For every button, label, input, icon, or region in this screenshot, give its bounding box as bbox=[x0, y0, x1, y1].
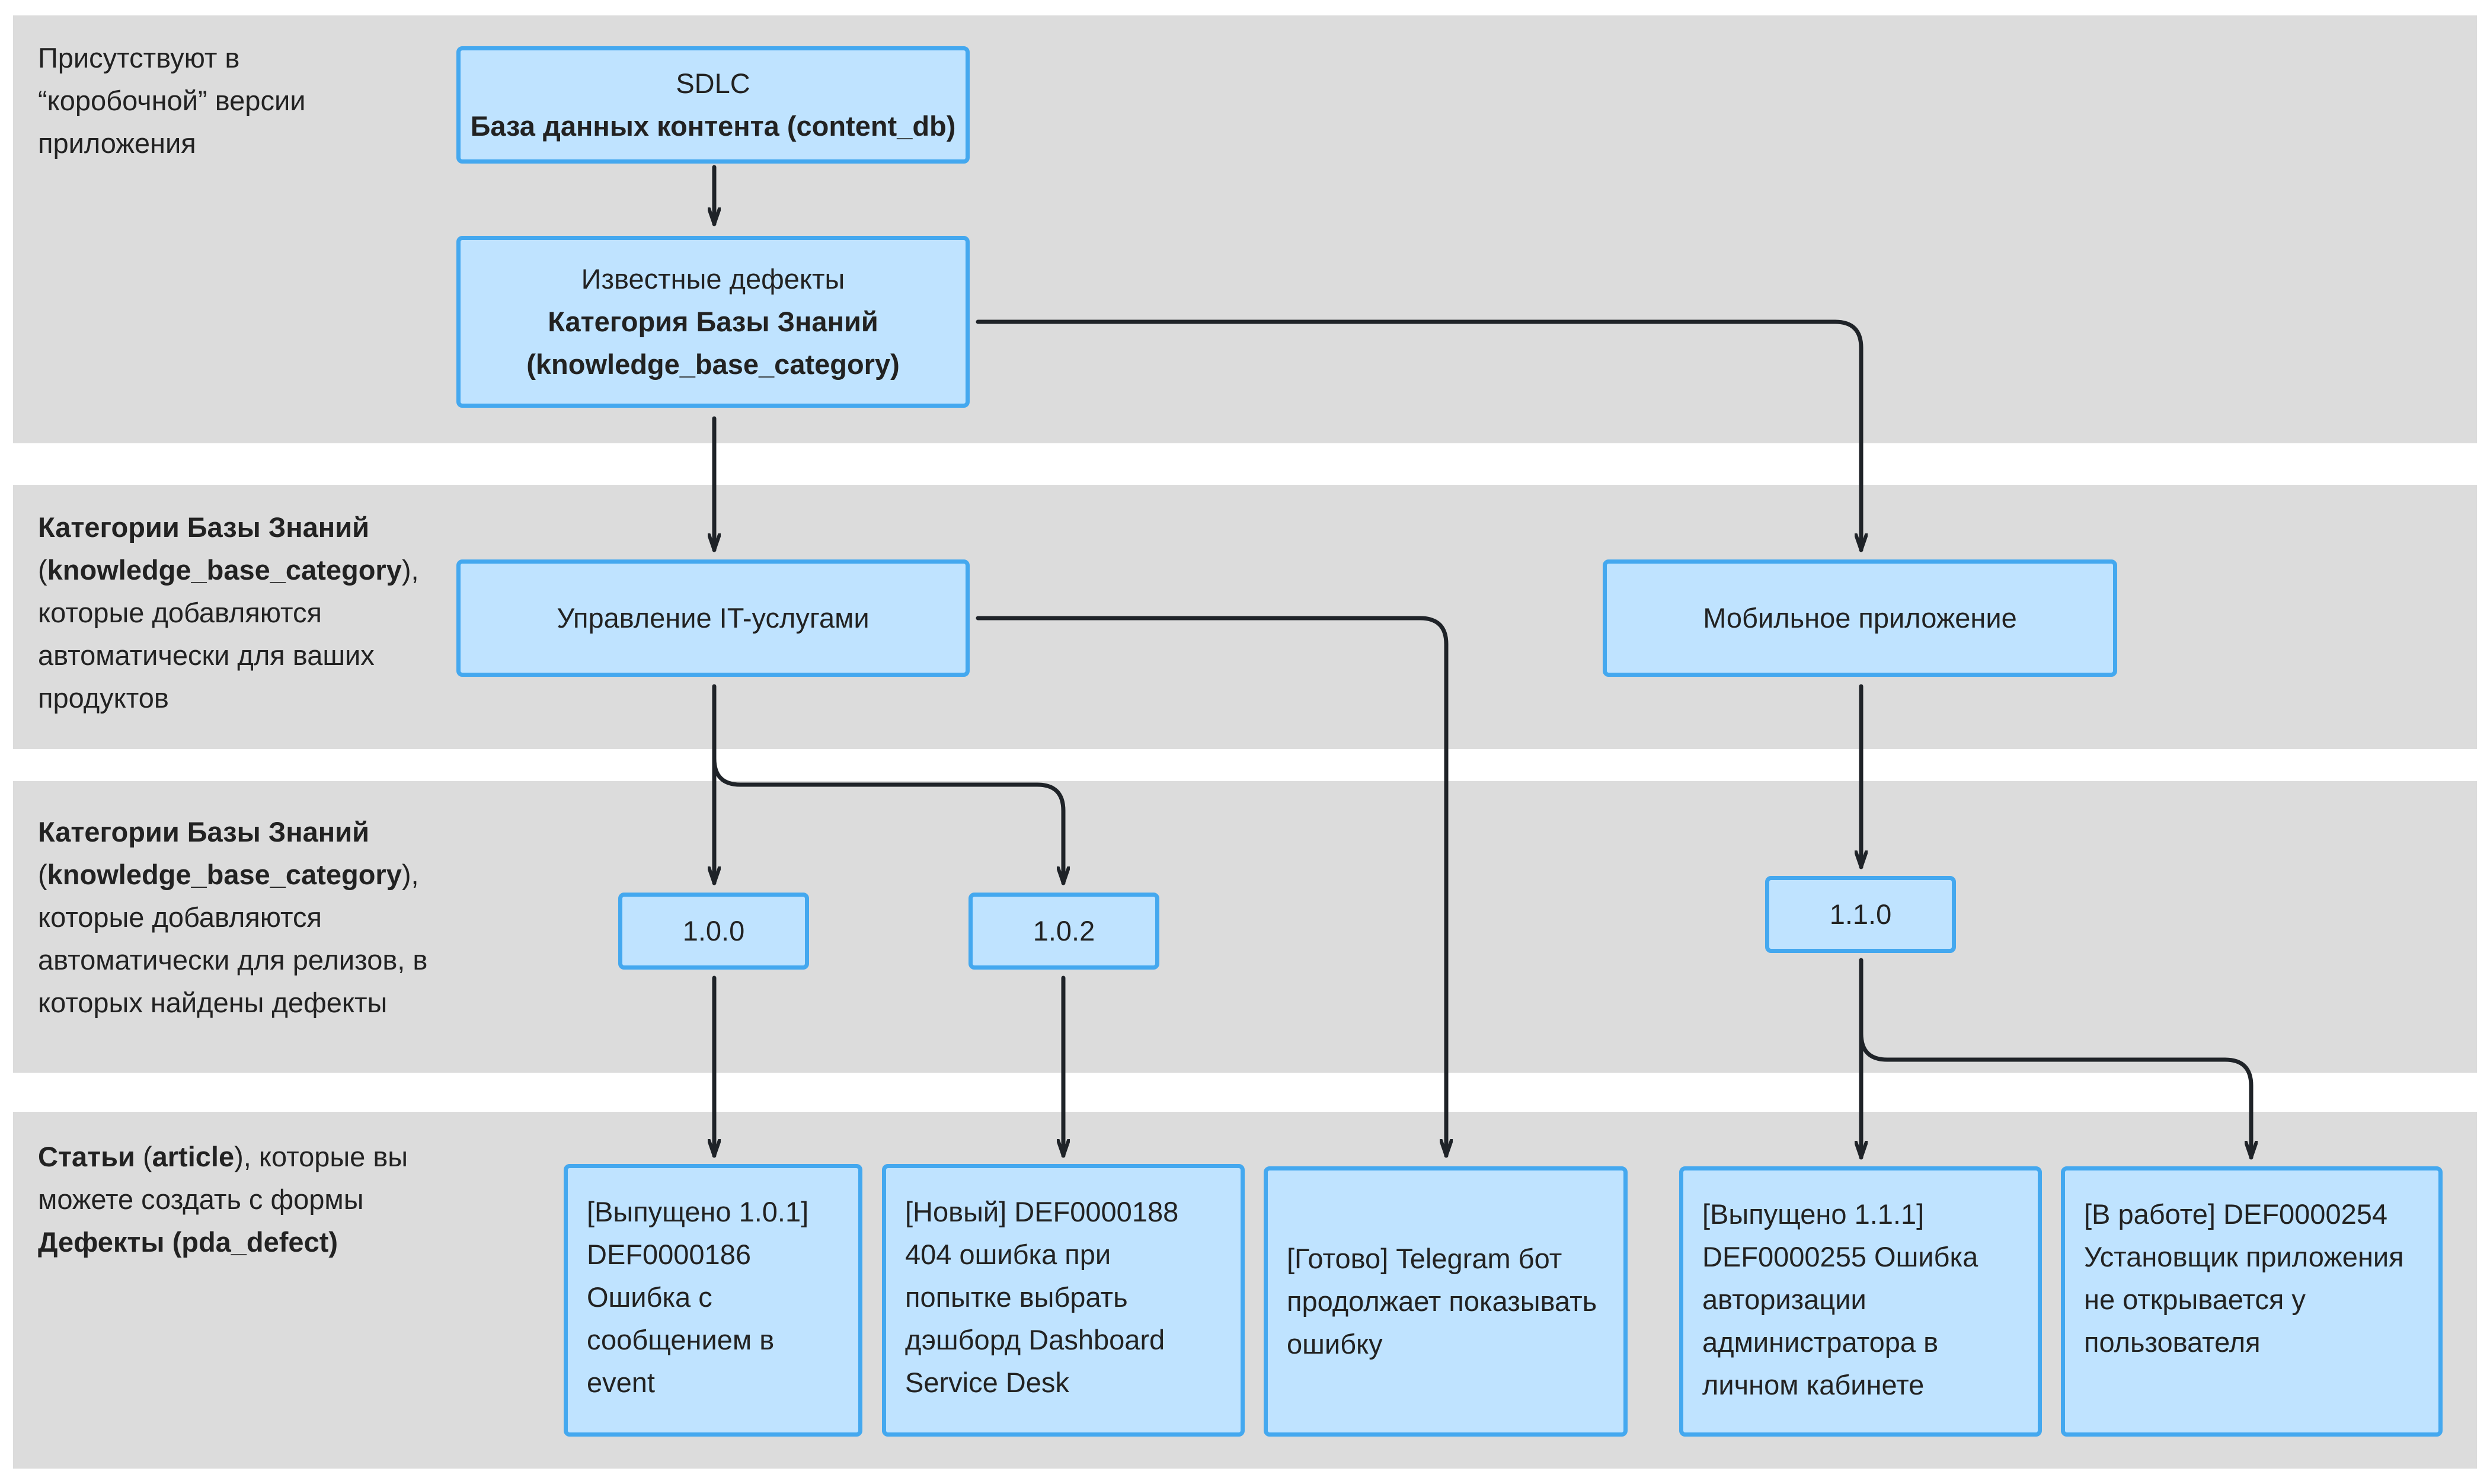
band-label-bold: Категории Базы Знаний bbox=[38, 816, 369, 847]
band-label-products: Категории Базы Знаний (knowledge_base_ca… bbox=[38, 511, 419, 714]
band-label-bold: Статьи bbox=[38, 1141, 135, 1172]
node-article-def0000255[interactable]: [Выпущено 1.1.1] DEF0000255 Ошибка автор… bbox=[1679, 1166, 2042, 1437]
node-release-label: 1.0.0 bbox=[682, 915, 745, 946]
node-article-telegram[interactable]: [Готово] Telegram бот продолжает показыв… bbox=[1264, 1166, 1628, 1437]
node-article-text: [Выпущено 1.1.1] DEF0000255 Ошибка автор… bbox=[1702, 1198, 1978, 1400]
arrow-it-services-to-release-102 bbox=[712, 756, 1063, 885]
node-known-defects[interactable]: Известные дефекты Категория Базы Знаний … bbox=[456, 236, 970, 408]
node-known-defects-line1: Известные дефекты bbox=[581, 263, 845, 295]
band-releases bbox=[13, 781, 2477, 1073]
node-sdlc-content-db[interactable]: SDLC База данных контента (content_db) bbox=[456, 46, 970, 164]
node-article-text: [Выпущено 1.0.1] DEF0000186 Ошибка с соо… bbox=[587, 1196, 809, 1398]
band-label-bold: Категории Базы Знаний bbox=[38, 511, 369, 543]
node-sdlc-line2: База данных контента (content_db) bbox=[470, 110, 956, 142]
node-it-services[interactable]: Управление IT-услугами bbox=[456, 559, 970, 677]
node-mobile-app-label: Мобильное приложение bbox=[1703, 602, 2017, 634]
band-label-articles: Статьи (article), которые вы можете созд… bbox=[38, 1141, 408, 1258]
node-article-text: [Новый] DEF0000188 404 ошибка при попытк… bbox=[905, 1196, 1179, 1398]
node-mobile-app[interactable]: Мобильное приложение bbox=[1603, 559, 2117, 677]
node-known-defects-line3: (knowledge_base_category) bbox=[526, 348, 900, 380]
node-article-def0000188[interactable]: [Новый] DEF0000188 404 ошибка при попытк… bbox=[882, 1164, 1245, 1437]
node-article-def0000186[interactable]: [Выпущено 1.0.1] DEF0000186 Ошибка с соо… bbox=[564, 1164, 862, 1437]
band-label-text: Присутствуют в “коробочной” версии прило… bbox=[38, 42, 306, 159]
node-known-defects-line2: Категория Базы Знаний bbox=[548, 306, 878, 337]
arrow-release-110-to-article-254 bbox=[1859, 1031, 2251, 1160]
node-release-label: 1.1.0 bbox=[1829, 898, 1892, 930]
node-release-1-0-2[interactable]: 1.0.2 bbox=[968, 893, 1159, 970]
node-sdlc-line1: SDLC bbox=[676, 68, 750, 99]
band-label-box-version: Присутствуют в “коробочной” версии прило… bbox=[38, 37, 370, 165]
node-it-services-label: Управление IT-услугами bbox=[557, 602, 870, 634]
node-release-label: 1.0.2 bbox=[1033, 915, 1095, 946]
node-article-def0000254[interactable]: [В работе] DEF0000254 Установщик приложе… bbox=[2061, 1166, 2443, 1437]
node-release-1-1-0[interactable]: 1.1.0 bbox=[1765, 876, 1956, 953]
arrow-known-defects-to-mobile-app bbox=[976, 319, 1861, 552]
node-article-text: [Готово] Telegram бот продолжает показыв… bbox=[1287, 1243, 1597, 1360]
band-label-releases: Категории Базы Знаний (knowledge_base_ca… bbox=[38, 816, 428, 1018]
node-article-text: [В работе] DEF0000254 Установщик приложе… bbox=[2084, 1198, 2404, 1358]
node-release-1-0-0[interactable]: 1.0.0 bbox=[618, 893, 809, 970]
arrow-it-services-to-telegram-article bbox=[976, 616, 1446, 1158]
band-box-version bbox=[13, 15, 2477, 443]
